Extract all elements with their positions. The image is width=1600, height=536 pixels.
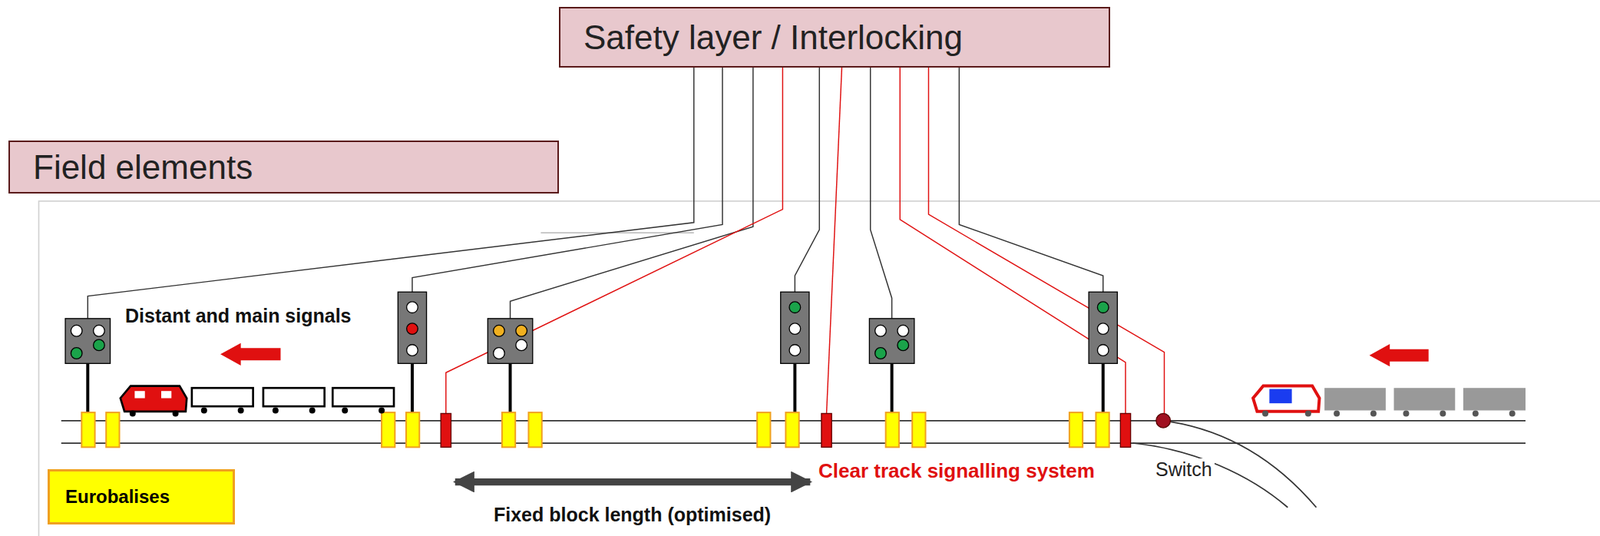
- switch-label: Switch: [1153, 458, 1215, 481]
- signal-label: Distant and main signals: [122, 304, 354, 328]
- layer-box: Field elements: [8, 140, 559, 194]
- balise-box: Eurobalises: [47, 469, 235, 525]
- layer-box: Safety layer / Interlocking: [558, 6, 1111, 68]
- box-title: Field elements: [33, 148, 253, 187]
- box-title: Safety layer / Interlocking: [583, 18, 963, 57]
- dimension-label: Fixed block length (optimised): [491, 503, 774, 526]
- system-label: Clear track signalling system: [816, 459, 1098, 483]
- box-title: Eurobalises: [65, 485, 170, 508]
